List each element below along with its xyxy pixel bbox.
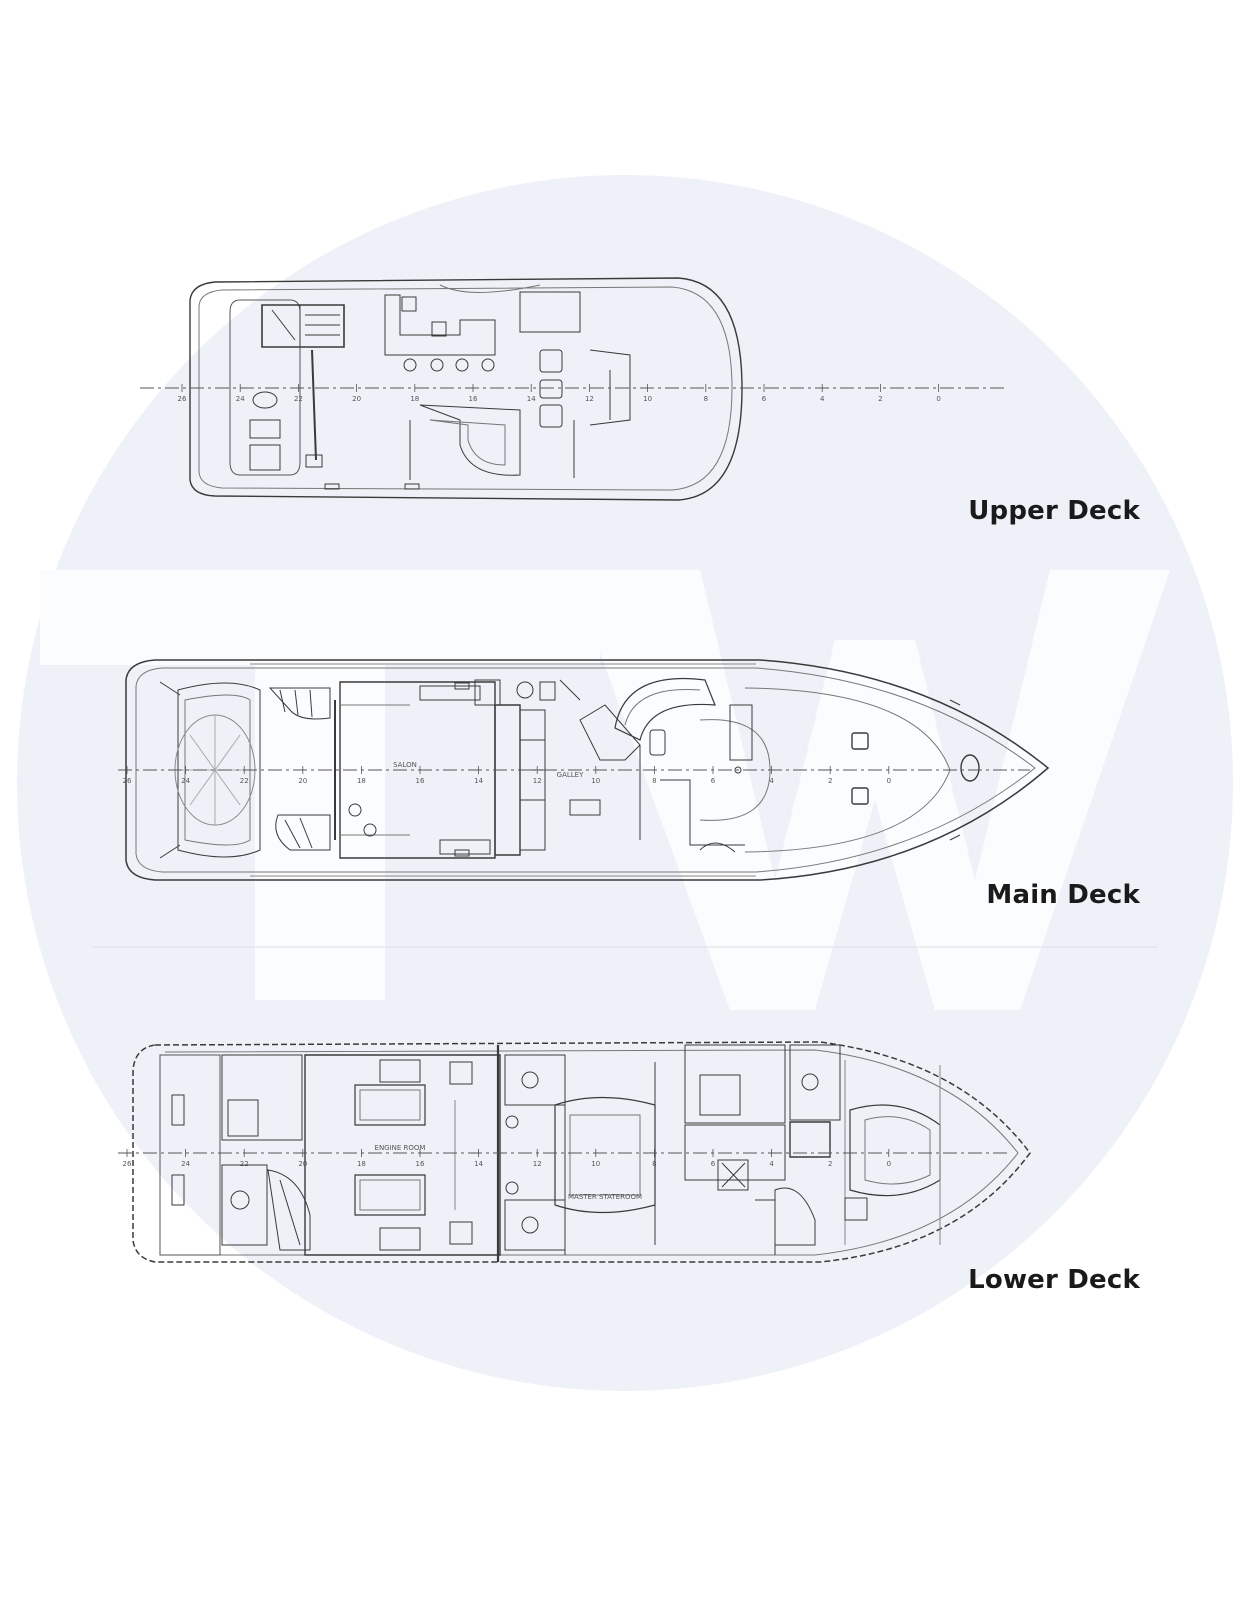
frame-number: 4: [820, 395, 825, 403]
main-deck-label: Main Deck: [986, 880, 1140, 910]
frame-number: 24: [181, 777, 190, 785]
frame-number: 20: [298, 1160, 307, 1168]
frame-number: 12: [533, 1160, 542, 1168]
frame-number: 24: [236, 395, 245, 403]
frame-number: 18: [357, 1160, 366, 1168]
frame-number: 14: [474, 777, 483, 785]
frame-number: 24: [181, 1160, 190, 1168]
frame-number: 10: [591, 1160, 600, 1168]
upper-deck-plan: [190, 278, 742, 500]
frame-number: 16: [469, 395, 478, 403]
frame-number: 2: [878, 395, 882, 403]
frame-number: 18: [410, 395, 419, 403]
frame-number: 16: [416, 1160, 425, 1168]
frame-number: 18: [357, 777, 366, 785]
frame-number: 8: [652, 1160, 656, 1168]
room-label-galley: GALLEY: [557, 771, 584, 779]
frame-number: 0: [887, 777, 891, 785]
frame-number: 4: [769, 1160, 774, 1168]
frame-number: 0: [936, 395, 940, 403]
frame-number: 8: [704, 395, 708, 403]
upper-deck-label: Upper Deck: [968, 496, 1140, 526]
watermark-circle: [17, 175, 1233, 1391]
frame-number: 26: [178, 395, 187, 403]
frame-number: 4: [769, 777, 774, 785]
frame-number: 12: [533, 777, 542, 785]
room-label-master-stateroom: MASTER STATEROOM: [568, 1193, 642, 1201]
lower-deck-plan: [133, 1042, 1030, 1262]
frame-number: 20: [298, 777, 307, 785]
frame-number: 22: [240, 777, 249, 785]
frame-number: 26: [123, 1160, 132, 1168]
frame-number: 26: [123, 777, 132, 785]
frame-number: 2: [828, 1160, 832, 1168]
frame-number: 14: [474, 1160, 483, 1168]
lower-deck-hull: [133, 1042, 1030, 1262]
frame-number: 6: [762, 395, 767, 403]
frame-number: 8: [652, 777, 656, 785]
room-label-engine-room: ENGINE ROOM: [375, 1144, 426, 1152]
frame-number: 2: [828, 777, 832, 785]
frame-number: 22: [240, 1160, 249, 1168]
watermark-letters: [40, 570, 1170, 1010]
frame-number: 6: [711, 1160, 716, 1168]
frame-number: 0: [887, 1160, 891, 1168]
upper-deck-hull: [190, 278, 742, 500]
lower-deck-label: Lower Deck: [968, 1265, 1140, 1295]
frame-number: 16: [416, 777, 425, 785]
frame-number: 6: [711, 777, 716, 785]
frame-number: 12: [585, 395, 594, 403]
frame-number: 14: [527, 395, 536, 403]
room-label-salon: SALON: [393, 761, 417, 769]
frame-number: 10: [591, 777, 600, 785]
frame-number: 22: [294, 395, 303, 403]
frame-number: 20: [352, 395, 361, 403]
watermark: [17, 175, 1233, 1391]
frame-number: 10: [643, 395, 652, 403]
